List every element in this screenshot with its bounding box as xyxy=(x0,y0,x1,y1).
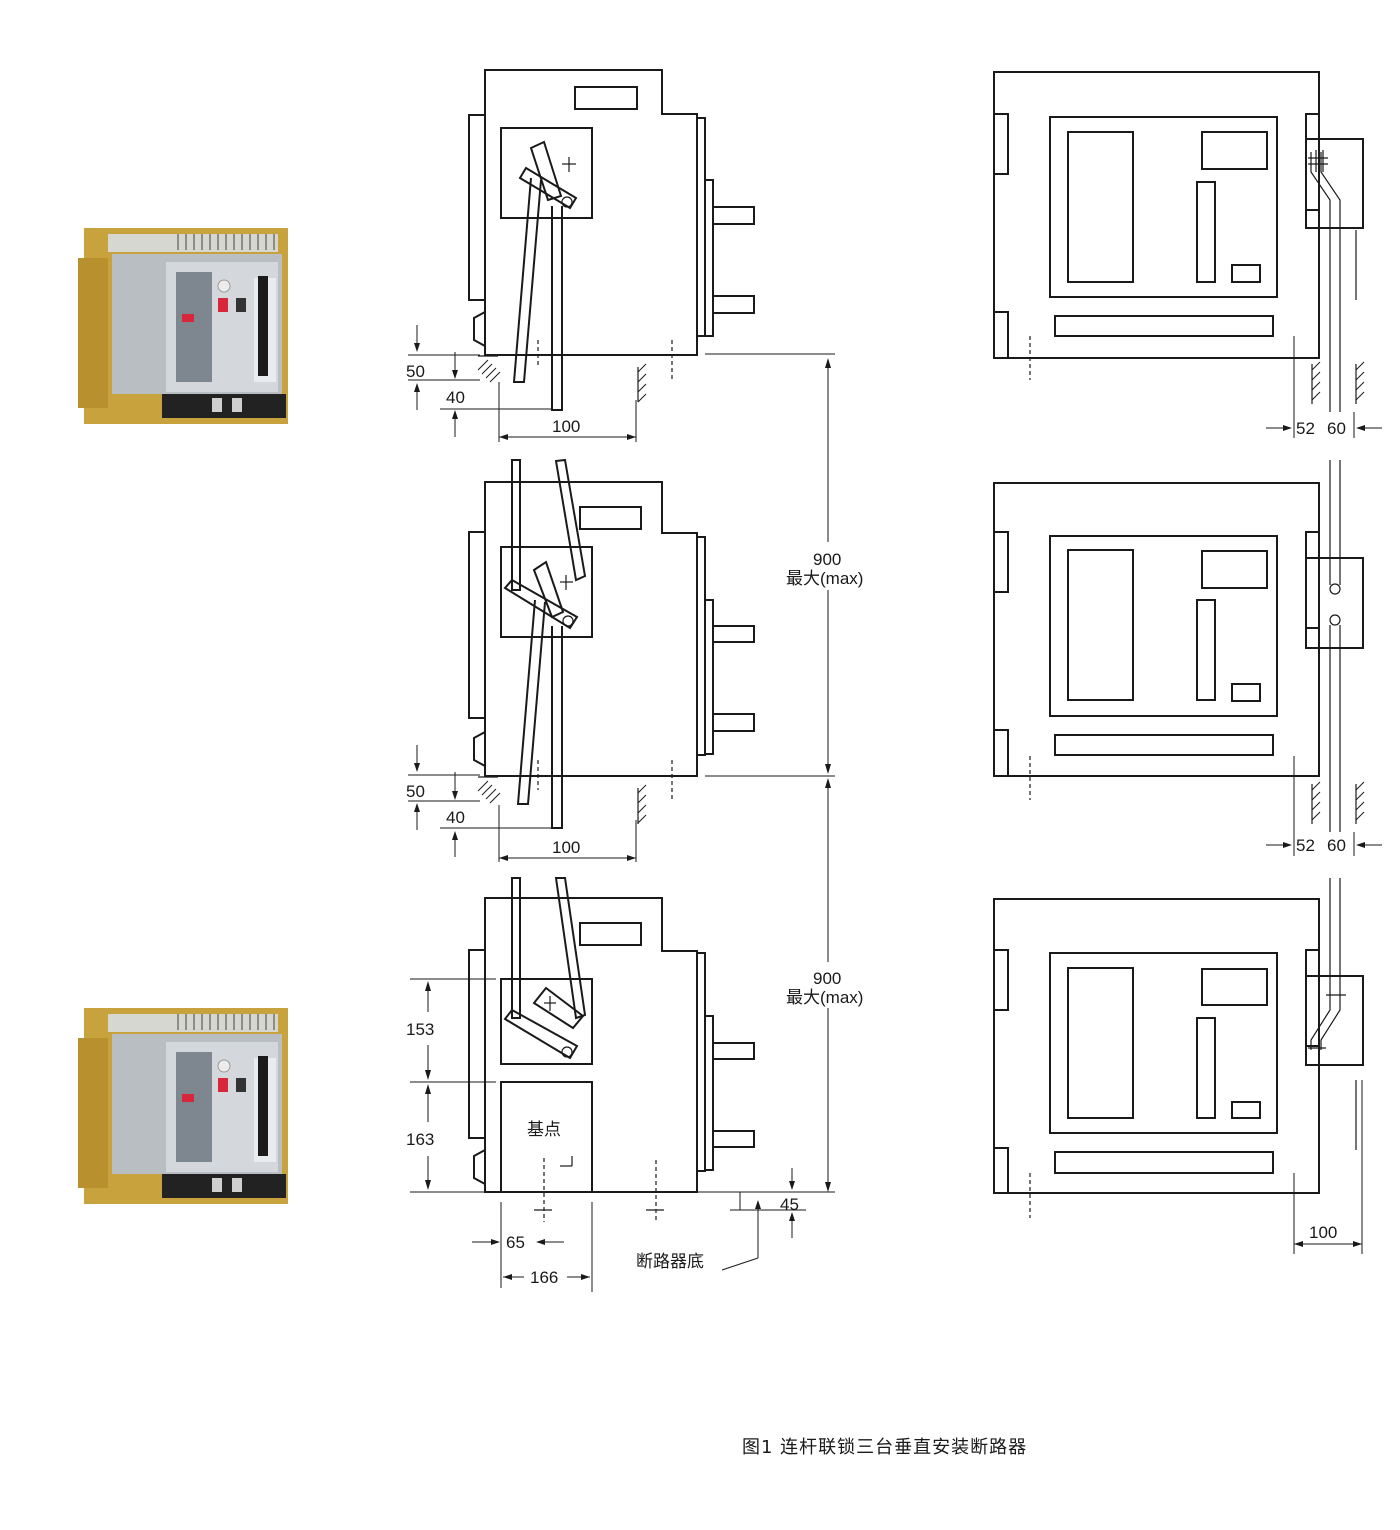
datum-label: 基点 xyxy=(527,1120,561,1139)
dim-100-right: 100 xyxy=(1309,1223,1337,1242)
front-view-middle: 52 60 xyxy=(993,460,1382,856)
spacing-dimensions: 900 最大(max) 900 最大(max) xyxy=(786,358,863,1192)
side-view-top: 50 40 100 xyxy=(406,69,835,442)
breaker-bottom-label: 断路器底 xyxy=(636,1252,704,1271)
dim-45: 45 xyxy=(780,1195,799,1214)
breaker-photo-bottom xyxy=(77,1007,289,1205)
dim-100-middle: 100 xyxy=(552,838,580,857)
side-view-middle: 50 40 100 xyxy=(406,458,835,862)
dim-50-middle: 50 xyxy=(406,782,425,801)
dim-50-top: 50 xyxy=(406,362,425,381)
dim-100-top: 100 xyxy=(552,417,580,436)
dim-65: 65 xyxy=(506,1233,525,1252)
dim-52-top: 52 xyxy=(1296,419,1315,438)
dim-163: 163 xyxy=(406,1130,434,1149)
max-label-upper: 最大(max) xyxy=(786,569,863,588)
dim-153: 153 xyxy=(406,1020,434,1039)
max-label-lower: 最大(max) xyxy=(786,988,863,1007)
figure-caption: 图1 连杆联锁三台垂直安装断路器 xyxy=(742,1437,1028,1458)
front-view-top: 52 60 xyxy=(993,71,1382,438)
front-view-bottom: 100 xyxy=(993,878,1364,1254)
dim-60-middle: 60 xyxy=(1327,836,1346,855)
dim-40-top: 40 xyxy=(446,388,465,407)
dim-52-middle: 52 xyxy=(1296,836,1315,855)
breaker-photo-top xyxy=(77,227,289,425)
dim-60-top: 60 xyxy=(1327,419,1346,438)
dim-166: 166 xyxy=(530,1268,558,1287)
dim-900-upper: 900 xyxy=(813,550,841,569)
side-view-bottom: 基点 153 163 65 166 xyxy=(406,877,835,1292)
dim-40-middle: 40 xyxy=(446,808,465,827)
dim-900-lower: 900 xyxy=(813,969,841,988)
